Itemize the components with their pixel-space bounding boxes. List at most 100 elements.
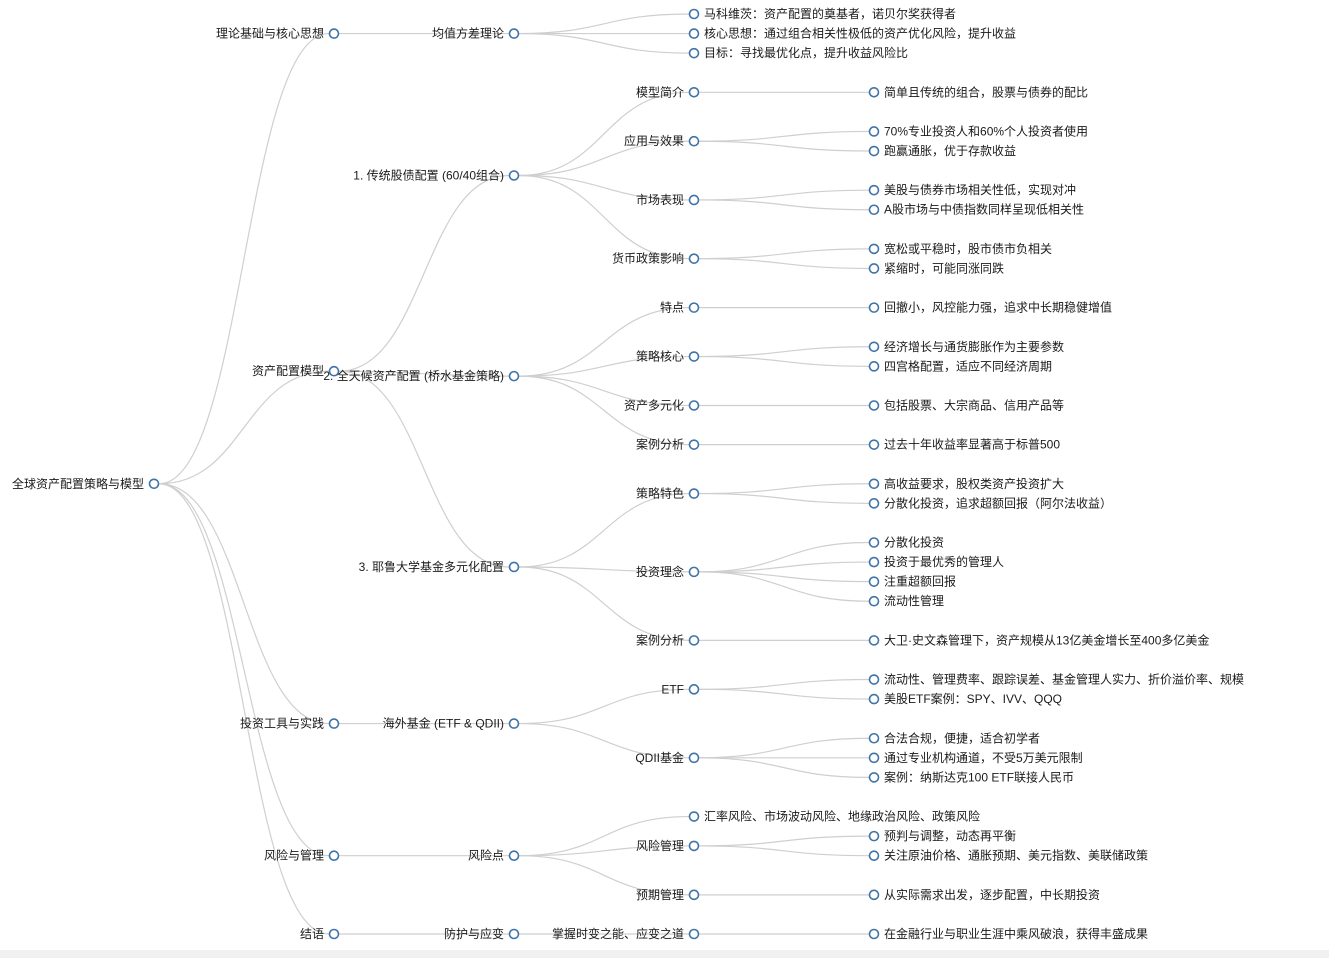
node-toggle-circle[interactable]: [868, 850, 880, 862]
node-toggle-circle[interactable]: [868, 595, 880, 607]
mindmap-node[interactable]: 3. 耶鲁大学基金多元化配置: [359, 559, 520, 574]
mindmap-node[interactable]: 四宫格配置，适应不同经济周期: [868, 358, 1053, 373]
node-toggle-circle[interactable]: [688, 889, 700, 901]
bottom-scrollbar-track[interactable]: [0, 950, 1329, 958]
mindmap-node[interactable]: 回撤小，风控能力强，追求中长期稳健增值: [868, 300, 1113, 315]
node-toggle-circle[interactable]: [868, 889, 880, 901]
node-toggle-circle[interactable]: [688, 811, 700, 822]
mindmap-node[interactable]: 预期管理: [636, 887, 700, 902]
mindmap-node[interactable]: 资产配置模型: [252, 364, 340, 378]
node-toggle-circle[interactable]: [688, 253, 700, 264]
node-toggle-circle[interactable]: [868, 400, 880, 411]
mindmap-node[interactable]: 1. 传统股债配置 (60/40组合): [353, 167, 520, 182]
mindmap-node[interactable]: 货币政策影响: [612, 251, 700, 266]
mindmap-node[interactable]: A股市场与中债指数同样呈现低相关性: [868, 202, 1085, 217]
node-toggle-circle[interactable]: [868, 674, 880, 685]
node-toggle-circle[interactable]: [328, 365, 340, 377]
node-toggle-circle[interactable]: [508, 850, 520, 862]
mindmap-node[interactable]: 注重超额回报: [868, 574, 957, 589]
mindmap-node[interactable]: 策略核心: [636, 349, 700, 364]
node-toggle-circle[interactable]: [508, 370, 520, 382]
node-toggle-circle[interactable]: [868, 693, 880, 705]
mindmap-node[interactable]: 在金融行业与职业生涯中乘风破浪，获得丰盛成果: [868, 926, 1149, 941]
node-toggle-circle[interactable]: [688, 928, 700, 940]
node-toggle-circle[interactable]: [868, 635, 880, 646]
node-toggle-circle[interactable]: [688, 194, 700, 206]
mindmap-node[interactable]: 理论基础与核心思想: [216, 26, 340, 41]
mindmap-node[interactable]: 简单且传统的组合，股票与债券的配比: [868, 84, 1089, 99]
node-toggle-circle[interactable]: [868, 145, 880, 157]
node-toggle-circle[interactable]: [868, 498, 880, 509]
node-toggle-circle[interactable]: [868, 537, 880, 548]
mindmap-node[interactable]: 合法合规，便捷，适合初学者: [868, 730, 1041, 745]
mindmap-node[interactable]: 马科维茨：资产配置的奠基者，诺贝尔奖获得者: [688, 6, 957, 21]
node-toggle-circle[interactable]: [688, 566, 700, 578]
mindmap-node[interactable]: 掌握时变之能、应变之道: [552, 926, 700, 941]
node-toggle-circle[interactable]: [868, 361, 880, 372]
node-toggle-circle[interactable]: [688, 8, 700, 20]
mindmap-node[interactable]: 风险管理: [636, 838, 700, 853]
mindmap-node[interactable]: 风险与管理: [264, 848, 340, 863]
node-toggle-circle[interactable]: [328, 718, 340, 729]
node-toggle-circle[interactable]: [688, 351, 700, 362]
mindmap-node[interactable]: 美股与债券市场相关性低，实现对冲: [868, 182, 1077, 197]
mindmap-node[interactable]: 资产多元化: [624, 398, 700, 412]
mindmap-node[interactable]: 案例分析: [636, 437, 700, 452]
mindmap-node[interactable]: 特点: [660, 300, 700, 315]
mindmap-node[interactable]: 海外基金 (ETF & QDII): [383, 716, 520, 731]
mindmap-node[interactable]: 核心思想：通过组合相关性极低的资产优化风险，提升收益: [688, 26, 1017, 41]
node-toggle-circle[interactable]: [868, 928, 880, 940]
node-toggle-circle[interactable]: [868, 830, 880, 842]
mindmap-node[interactable]: 市场表现: [636, 192, 700, 207]
node-toggle-circle[interactable]: [508, 928, 520, 940]
node-toggle-circle[interactable]: [868, 556, 880, 568]
mindmap-node[interactable]: 大卫·史文森管理下，资产规模从13亿美金增长至400多亿美金: [868, 632, 1210, 647]
node-toggle-circle[interactable]: [508, 28, 520, 39]
mindmap-node[interactable]: 70%专业投资人和60%个人投资者使用: [868, 123, 1089, 138]
mindmap-node[interactable]: 投资理念: [636, 564, 700, 579]
node-toggle-circle[interactable]: [508, 561, 520, 573]
mindmap-node[interactable]: 紧缩时，可能同涨同跌: [868, 260, 1005, 275]
mindmap-node[interactable]: 防护与应变: [444, 926, 520, 941]
node-toggle-circle[interactable]: [868, 243, 880, 255]
node-toggle-circle[interactable]: [868, 772, 880, 783]
mindmap-node[interactable]: 流动性、管理费率、跟踪误差、基金管理人实力、折价溢价率、规模: [868, 672, 1245, 687]
mindmap-node[interactable]: 高收益要求，股权类资产投资扩大: [868, 476, 1065, 491]
mindmap-node[interactable]: 投资于最优秀的管理人: [868, 554, 1005, 569]
node-toggle-circle[interactable]: [688, 400, 700, 411]
node-toggle-circle[interactable]: [868, 126, 880, 137]
mindmap-node[interactable]: 汇率风险、市场波动风险、地缘政治风险、政策风险: [688, 809, 981, 824]
node-toggle-circle[interactable]: [328, 850, 340, 862]
mindmap-node[interactable]: 模型简介: [636, 85, 700, 99]
mindmap-node[interactable]: 关注原油价格、通胀预期、美元指数、美联储政策: [868, 848, 1149, 863]
node-toggle-circle[interactable]: [688, 840, 700, 852]
mindmap-node[interactable]: 预判与调整，动态再平衡: [868, 828, 1017, 843]
node-toggle-circle[interactable]: [868, 302, 880, 313]
node-toggle-circle[interactable]: [508, 718, 520, 729]
node-toggle-circle[interactable]: [148, 478, 160, 490]
mindmap-node[interactable]: 目标：寻找最优化点，提升收益风险比: [688, 45, 909, 60]
mindmap-node[interactable]: 策略特色: [636, 486, 700, 501]
node-toggle-circle[interactable]: [688, 752, 700, 764]
mindmap-node[interactable]: 分散化投资，追求超额回报（阿尔法收益）: [868, 495, 1113, 510]
node-toggle-circle[interactable]: [688, 86, 700, 98]
mindmap-node[interactable]: 从实际需求出发，逐步配置，中长期投资: [868, 887, 1101, 902]
mindmap-node[interactable]: 案例：纳斯达克100 ETF联接人民币: [868, 769, 1075, 784]
node-toggle-circle[interactable]: [328, 28, 340, 39]
mindmap-node[interactable]: 投资工具与实践: [240, 716, 340, 731]
mindmap-node[interactable]: 2. 全天候资产配置 (桥水基金策略): [323, 368, 520, 383]
mindmap-node[interactable]: 分散化投资: [868, 535, 945, 550]
mindmap-node[interactable]: 经济增长与通货膨胀作为主要参数: [868, 339, 1065, 354]
node-toggle-circle[interactable]: [868, 732, 880, 744]
mindmap-node[interactable]: 跑赢通胀，优于存款收益: [868, 143, 1017, 158]
node-toggle-circle[interactable]: [688, 684, 700, 695]
node-toggle-circle[interactable]: [688, 488, 700, 499]
mindmap-node[interactable]: 美股ETF案例：SPY、IVV、QQQ: [868, 691, 1063, 706]
mindmap-node[interactable]: 宽松或平稳时，股市债市负相关: [868, 241, 1053, 256]
mindmap-node[interactable]: 应用与效果: [624, 133, 700, 148]
mindmap-node[interactable]: 风险点: [468, 848, 520, 863]
node-toggle-circle[interactable]: [688, 635, 700, 646]
node-toggle-circle[interactable]: [508, 170, 520, 181]
node-toggle-circle[interactable]: [868, 439, 880, 450]
mindmap-node[interactable]: 过去十年收益率显著高于标普500: [868, 437, 1061, 452]
